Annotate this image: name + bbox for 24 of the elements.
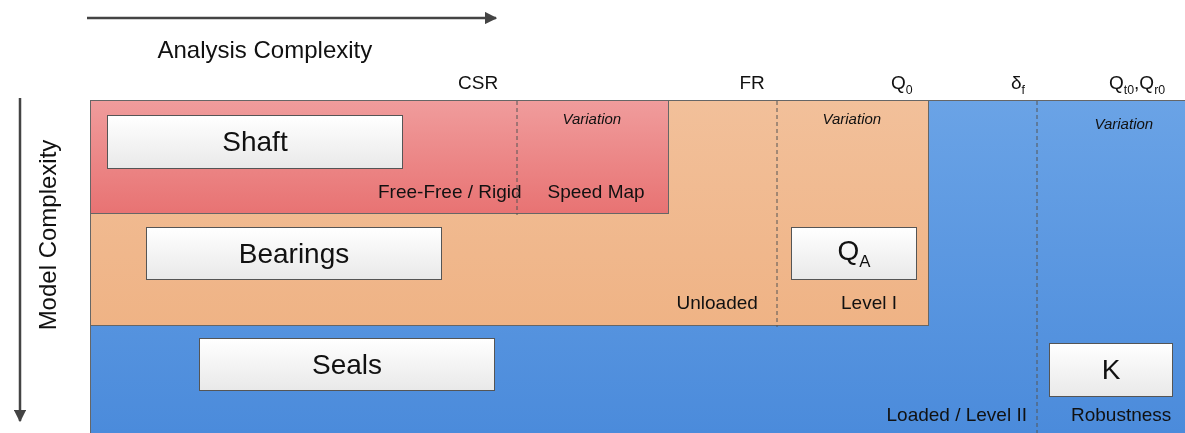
column-label: Q$_{t0}$,Q$_{r0}$ [1109,72,1166,97]
component-box: Shaft [107,115,403,169]
component-box: Bearings [146,227,442,280]
axis-label: Model Complexity [33,139,62,331]
region-panel [90,100,1185,433]
region-label: Unloaded [676,292,758,314]
column-heading: Variation [1094,115,1154,132]
column-label: δ$_{f}$ [1011,72,1025,97]
component-box: K [1049,343,1173,397]
column-heading: Variation [822,110,882,127]
component-box: Seals [199,338,495,391]
axis-label: Analysis Complexity [157,36,373,64]
component-box: Q$_{A}$ [791,227,917,280]
region-panel [90,100,669,214]
region-label: Robustness [1071,404,1172,426]
column-label: Q$_{0}$ [891,72,913,97]
region-label: Level I [841,292,897,314]
region-label: Free-Free / Rigid [378,181,522,203]
region-panel [90,100,929,326]
column-heading: Variation [562,110,622,127]
column-label: FR [739,72,765,94]
region-label: Loaded / Level II [886,404,1027,426]
region-label: Speed Map [547,181,645,203]
column-label: CSR [458,72,499,94]
